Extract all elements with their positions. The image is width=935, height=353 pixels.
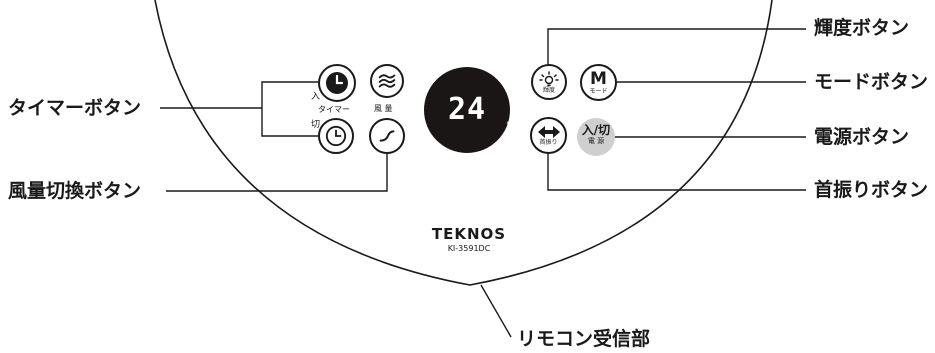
callout-power: 電源ボタン [814,126,910,148]
callout-receiver: リモコン受信部 [517,328,651,350]
callout-brightness: 輝度ボタン [814,17,910,39]
timer-label: タイマー [318,105,350,114]
leader-receiver [480,284,512,338]
brand-logo: TEKNOS [431,225,507,243]
fan-speed-label: 風 量 [374,104,393,113]
leader-brightness [547,28,806,72]
callout-fan-speed: 風量切換ボタン [8,180,142,202]
brightness-button[interactable]: 輝度 [531,64,567,100]
callout-mode: モードボタン [814,71,929,93]
swing-button[interactable]: 首振り [530,117,567,154]
power-main-label: 入/切 [581,123,611,137]
fan-speed-indicator [370,64,404,98]
light-bulb-icon [539,70,559,86]
mode-label: モード [589,87,608,95]
temperature-unit: °C [505,121,517,131]
leader-timer [160,81,318,137]
panel-outline [154,0,773,286]
fan-speed-button[interactable] [369,118,405,154]
brightness-label: 輝度 [542,86,555,94]
left-right-arrow-icon [537,125,560,138]
timer-on-label: 入 [311,92,321,102]
leader-fan-speed [166,154,388,192]
power-sub-label: 電 源 [587,137,605,145]
model-number: KI-3591DC [447,244,491,253]
clock-outline-icon [325,125,347,147]
mode-icon: M [590,68,607,89]
leader-swing [547,152,806,191]
mode-button[interactable]: M モード [580,64,617,101]
timer-off-button[interactable] [318,118,354,154]
timer-on-button[interactable] [318,64,356,102]
callout-timer: タイマーボタン [8,97,142,119]
temperature-value: 24 [447,92,487,127]
curve-icon [379,130,395,142]
temperature-display: 24 °C [424,67,517,153]
timer-off-label: 切 [311,120,321,130]
wind-icon [378,74,396,88]
swing-label: 首振り [539,138,558,146]
callout-swing: 首振りボタン [814,179,929,201]
power-button[interactable]: 入/切 電 源 [577,118,615,156]
clock-filled-icon [326,72,348,94]
